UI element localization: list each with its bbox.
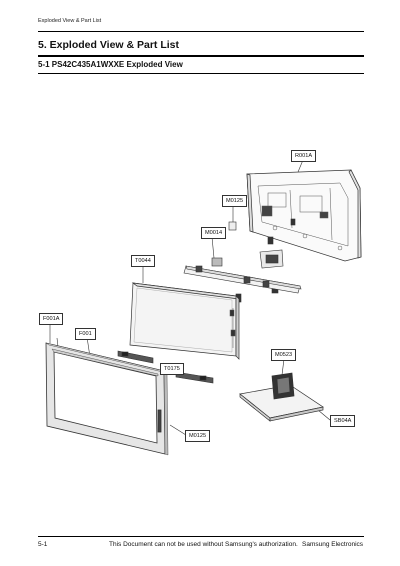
rear-cover xyxy=(246,169,362,262)
speakers xyxy=(117,350,214,384)
header-rule xyxy=(38,31,364,32)
callout-t0175: T0175 xyxy=(160,363,184,375)
callout-m0125-top: M0125 xyxy=(222,195,248,207)
front-bezel xyxy=(45,342,169,456)
callout-m0014: M0014 xyxy=(201,227,227,239)
footer-company: Samsung Electronics xyxy=(302,541,364,548)
callout-r001a: R001A xyxy=(291,150,317,162)
section-title: 5. Exploded View & Part List xyxy=(38,39,180,51)
stand-base xyxy=(239,372,324,422)
footer-rule xyxy=(38,536,364,537)
subsection-rule xyxy=(38,73,364,74)
callout-m0125-bottom: M0125 xyxy=(185,430,211,442)
callout-f001a: F001A xyxy=(39,313,64,325)
subsection-title: 5-1 PS42C435A1WXXE Exploded View xyxy=(38,60,183,69)
callout-f001: F001 xyxy=(75,328,96,340)
callout-sb04a: SB04A xyxy=(330,415,356,427)
page-number: 5-1 xyxy=(38,541,48,548)
footer-notice: This Document can not be used without Sa… xyxy=(109,541,298,548)
callout-m0523: M0523 xyxy=(271,349,297,361)
running-header: Exploded View & Part List xyxy=(38,18,102,24)
section-rule xyxy=(38,55,364,57)
display-panel xyxy=(129,282,240,360)
callout-t0044: T0044 xyxy=(131,255,155,267)
